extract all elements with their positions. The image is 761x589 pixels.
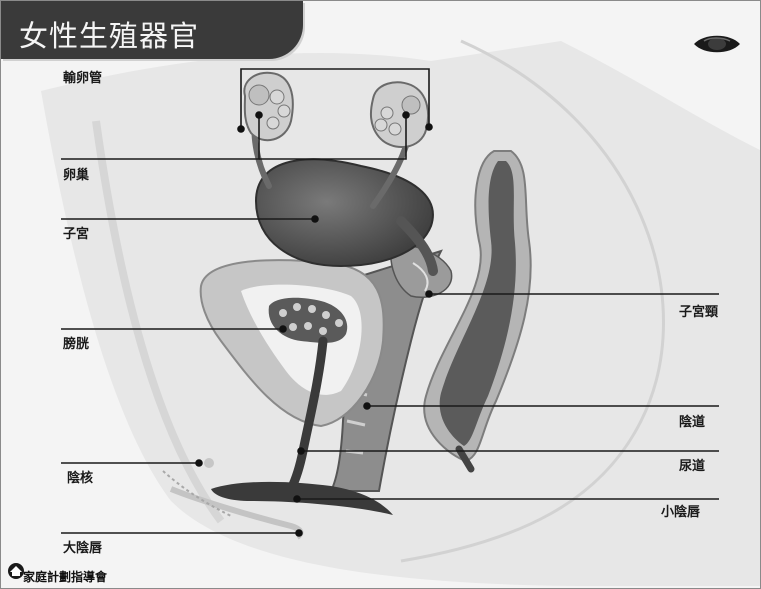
rectum-inner — [439, 161, 516, 446]
leader-lines — [61, 68, 719, 534]
label-bladder: 膀胱 — [63, 337, 90, 352]
cervix-detail — [412, 262, 429, 292]
organization-name: 家庭計劃指導會 — [23, 570, 108, 584]
clitoris-mark — [204, 458, 214, 468]
label-cervix: 子宮頸 — [679, 305, 719, 320]
label-urethra: 尿道 — [679, 459, 706, 474]
label-ovary: 卵巢 — [63, 168, 90, 183]
urethra-tube — [286, 336, 328, 494]
pubic-hair — [162, 470, 232, 517]
label-labia-majora: 大陰唇 — [63, 541, 103, 556]
ovary-right — [369, 81, 429, 149]
label-uterus: 子宮 — [63, 227, 90, 242]
label-labia-minora: 小陰唇 — [661, 505, 701, 520]
label-fallopian-tube: 輸卵管 — [63, 71, 103, 86]
bladder-mucosa — [268, 297, 348, 343]
leader-fallopian — [240, 68, 430, 129]
leader-ovary-right — [259, 115, 407, 160]
anus — [455, 445, 475, 473]
page-title: 女性生殖器官 — [19, 19, 200, 53]
buttock-curve — [400, 39, 665, 563]
fpa-logo-icon — [8, 563, 24, 579]
ovary-left — [243, 71, 294, 142]
leader-points — [195, 111, 433, 537]
title-banner: 女性生殖器官 — [1, 1, 303, 59]
eye-icon[interactable] — [692, 31, 742, 57]
uterus-cervix-neck — [396, 216, 438, 276]
bladder-folds — [279, 303, 343, 335]
label-vagina: 陰道 — [679, 415, 706, 430]
skin-shadow — [92, 120, 225, 524]
label-clitoris: 陰核 — [67, 471, 94, 486]
